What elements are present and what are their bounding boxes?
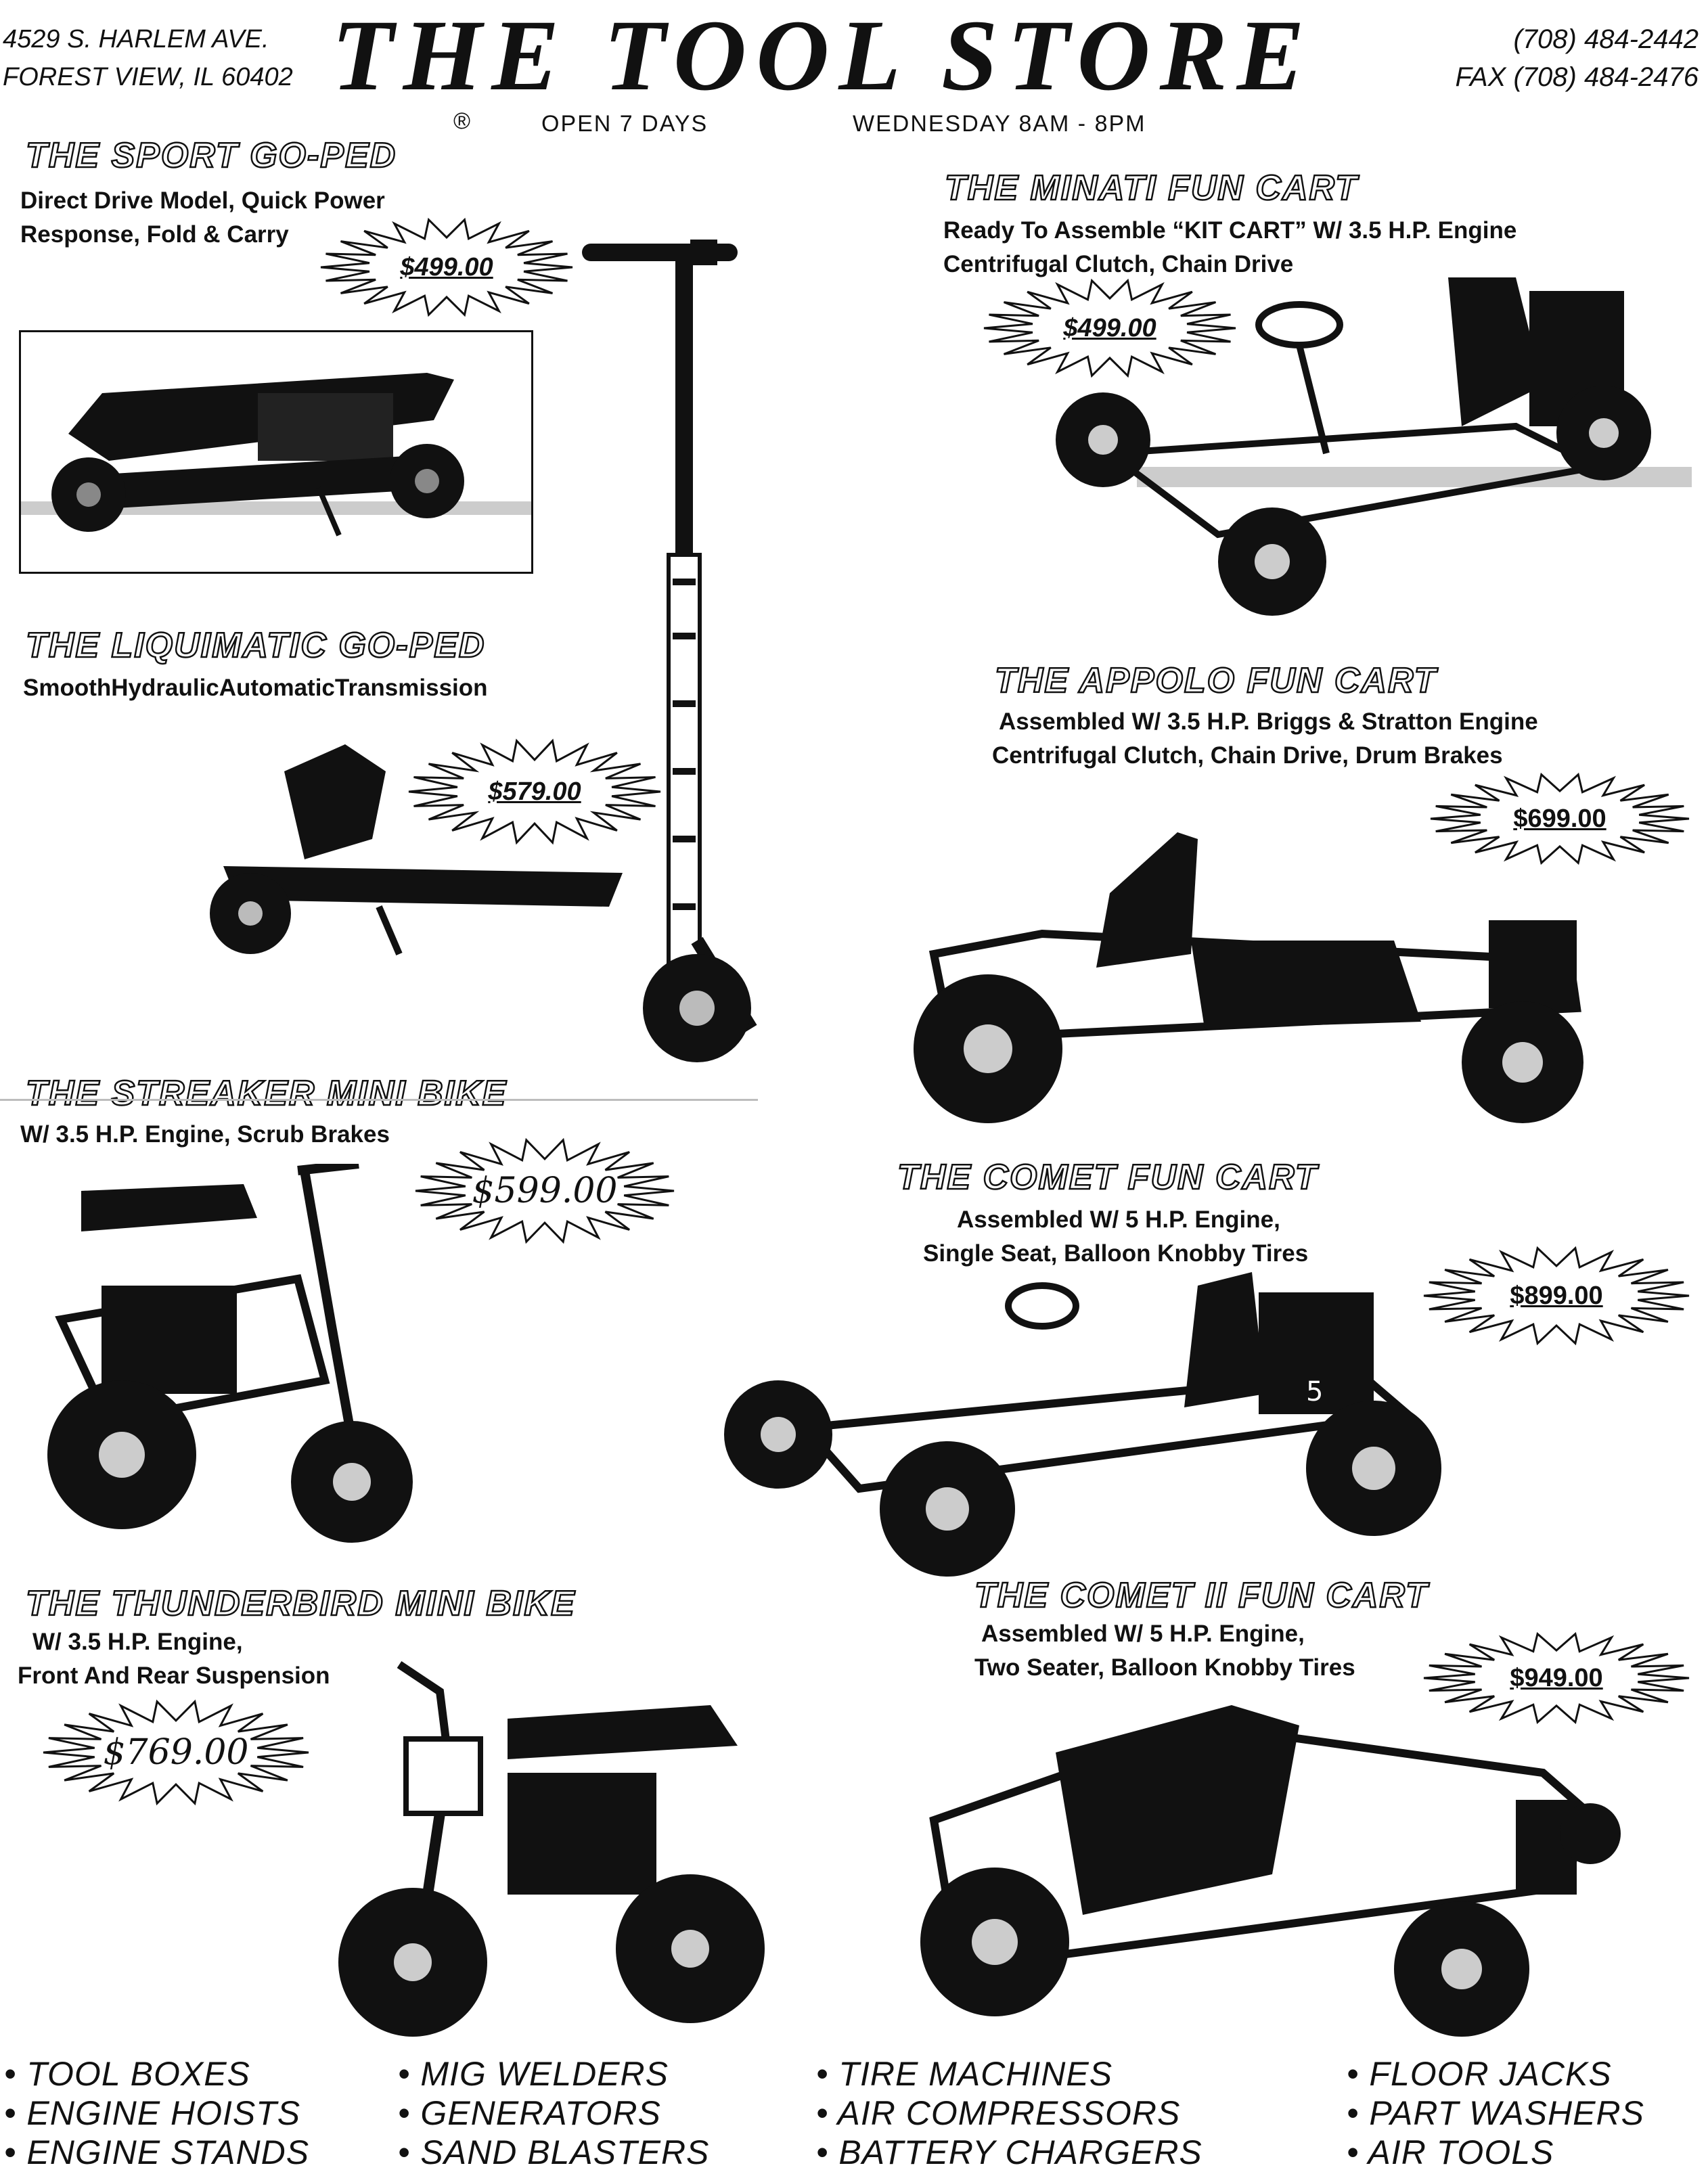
registered-mark: ® <box>453 108 471 134</box>
product-photo-appolo-fun-cart: 4 <box>907 805 1624 1150</box>
desc-line: Assembled W/ 3.5 H.P. Briggs & Stratton … <box>999 708 1538 735</box>
product-desc-comet-ii-fun-cart: Assembled W/ 5 H.P. Engine, Two Seater, … <box>974 1617 1355 1685</box>
desc-line: Response, Fold & Carry <box>20 221 289 248</box>
footer-item: • PART WASHERS <box>1347 2094 1644 2132</box>
desc-line: Direct Drive Model, Quick Power <box>20 187 385 214</box>
footer-item: • MIG WELDERS <box>398 2055 669 2093</box>
desc-line: Centrifugal Clutch, Chain Drive, Drum Br… <box>992 742 1503 769</box>
store-hours: WEDNESDAY 8AM - 8PM <box>853 111 1146 137</box>
footer-item: • TOOL BOXES <box>4 2055 250 2093</box>
footer-column-4: • FLOOR JACKS • PART WASHERS • AIR TOOLS <box>1347 2054 1644 2172</box>
starburst-icon <box>415 1137 675 1244</box>
price-tag: $499.00 <box>1063 313 1156 342</box>
starburst-icon <box>1423 1631 1690 1725</box>
cart-number: 5 <box>1306 1376 1323 1407</box>
price-tag: $949.00 <box>1510 1663 1603 1692</box>
desc-line: W/ 3.5 H.P. Engine, <box>32 1629 243 1655</box>
product-photo-scooter <box>582 230 799 1069</box>
desc-line: Assembled W/ 5 H.P. Engine, <box>957 1206 1280 1233</box>
desc-line: Front And Rear Suspension <box>18 1662 330 1689</box>
footer-item: • BATTERY CHARGERS <box>816 2133 1203 2171</box>
store-contact: (708) 484-2442 FAX (708) 484-2476 <box>1456 20 1699 96</box>
store-title: THE TOOL STORE <box>332 0 1314 112</box>
address-line-1: 4529 S. HARLEM AVE. <box>3 25 269 53</box>
product-photo-sport-go-ped <box>19 330 533 574</box>
desc-line: Two Seater, Balloon Knobby Tires <box>974 1654 1355 1681</box>
starburst-icon <box>1423 1246 1690 1346</box>
footer-column-3: • TIRE MACHINES • AIR COMPRESSORS • BATT… <box>816 2054 1203 2172</box>
product-desc-minati-fun-cart: Ready To Assemble “KIT CART” W/ 3.5 H.P.… <box>943 214 1516 281</box>
product-title-appolo-fun-cart: THE APPOLO FUN CART <box>994 660 1437 702</box>
starburst-icon <box>983 278 1236 378</box>
footer-item: • AIR TOOLS <box>1347 2133 1554 2171</box>
price-burst-liquimatic-go-ped: $579.00 <box>406 738 663 846</box>
starburst-icon <box>43 1699 309 1806</box>
open-days: OPEN 7 DAYS <box>541 111 709 137</box>
product-desc-liquimatic-go-ped: SmoothHydraulicAutomaticTransmission <box>23 671 488 705</box>
product-desc-thunderbird-mini-bike: W/ 3.5 H.P. Engine, Front And Rear Suspe… <box>18 1625 330 1693</box>
price-burst-streaker-mini-bike: $599.00 <box>413 1137 677 1245</box>
fax-number: FAX (708) 484-2476 <box>1455 62 1699 92</box>
product-desc-comet-fun-cart: Assembled W/ 5 H.P. Engine, Single Seat,… <box>923 1203 1308 1271</box>
product-photo-comet-fun-cart: 5 <box>724 1272 1462 1583</box>
desc-line: Assembled W/ 5 H.P. Engine, <box>981 1621 1305 1647</box>
product-desc-streaker-mini-bike: W/ 3.5 H.P. Engine, Scrub Brakes <box>20 1118 390 1152</box>
footer-item: • ENGINE HOISTS <box>4 2094 301 2132</box>
product-desc-appolo-fun-cart: Assembled W/ 3.5 H.P. Briggs & Stratton … <box>992 705 1538 773</box>
address-line-2: FOREST VIEW, IL 60402 <box>3 63 293 91</box>
price-tag: $579.00 <box>488 777 581 806</box>
product-title-thunderbird-mini-bike: THE THUNDERBIRD MINI BIKE <box>25 1583 576 1625</box>
price-burst-thunderbird-mini-bike: $769.00 <box>41 1698 311 1807</box>
product-title-minati-fun-cart: THE MINATI FUN CART <box>944 168 1358 209</box>
phone-number: (708) 484-2442 <box>1513 24 1699 54</box>
product-title-streaker-mini-bike: THE STREAKER MINI BIKE <box>25 1073 508 1114</box>
price-tag: $899.00 <box>1510 1281 1603 1310</box>
footer-item: • FLOOR JACKS <box>1347 2055 1612 2093</box>
product-title-comet-ii-fun-cart: THE COMET II FUN CART <box>974 1575 1429 1616</box>
price-burst-comet-ii-fun-cart: $949.00 <box>1421 1631 1692 1725</box>
price-burst-appolo-fun-cart: $699.00 <box>1428 771 1692 866</box>
product-photo-comet-ii-fun-cart <box>920 1698 1624 2043</box>
price-tag: $769.00 <box>103 1732 249 1773</box>
desc-line: Centrifugal Clutch, Chain Drive <box>943 251 1294 277</box>
price-tag: $699.00 <box>1513 804 1606 833</box>
product-photo-liquimatic-go-ped <box>210 731 643 974</box>
store-address: 4529 S. HARLEM AVE. FOREST VIEW, IL 6040… <box>3 20 293 96</box>
cart-number: 4 <box>1174 971 1200 1018</box>
footer-column-1: • TOOL BOXES • ENGINE HOISTS • ENGINE ST… <box>4 2054 309 2172</box>
price-burst-comet-fun-cart: $899.00 <box>1421 1245 1692 1347</box>
footer-item: • ENGINE STANDS <box>4 2133 310 2171</box>
desc-line: Ready To Assemble “KIT CART” W/ 3.5 H.P.… <box>943 217 1517 244</box>
desc-line: Single Seat, Balloon Knobby Tires <box>923 1240 1309 1267</box>
footer-item: • TIRE MACHINES <box>816 2055 1113 2093</box>
footer-item: • AIR COMPRESSORS <box>816 2094 1181 2132</box>
desc-line: W/ 3.5 H.P. Engine, Scrub Brakes <box>20 1121 390 1148</box>
price-tag: $599.00 <box>472 1171 618 1211</box>
footer-item: • GENERATORS <box>398 2094 661 2132</box>
price-burst-minati-fun-cart: $499.00 <box>981 277 1238 379</box>
starburst-icon <box>320 217 573 317</box>
footer-item: • SAND BLASTERS <box>398 2133 710 2171</box>
product-desc-sport-go-ped: Direct Drive Model, Quick Power Response… <box>20 184 385 252</box>
price-tag: $499.00 <box>400 252 493 281</box>
starburst-icon <box>408 738 661 845</box>
product-title-comet-fun-cart: THE COMET FUN CART <box>897 1157 1318 1198</box>
starburst-icon <box>1430 772 1690 865</box>
scan-artifact-line <box>0 1099 758 1101</box>
product-photo-thunderbird-mini-bike <box>305 1651 778 2043</box>
product-title-liquimatic-go-ped: THE LIQUIMATIC GO-PED <box>25 625 486 666</box>
product-photo-streaker-mini-bike <box>41 1164 420 1556</box>
footer-column-2: • MIG WELDERS • GENERATORS • SAND BLASTE… <box>398 2054 709 2172</box>
desc-line: SmoothHydraulicAutomaticTransmission <box>23 675 488 701</box>
price-burst-sport-go-ped: $499.00 <box>318 217 575 318</box>
product-photo-minati-fun-cart <box>1042 264 1692 629</box>
product-title-sport-go-ped: THE SPORT GO-PED <box>25 135 397 177</box>
